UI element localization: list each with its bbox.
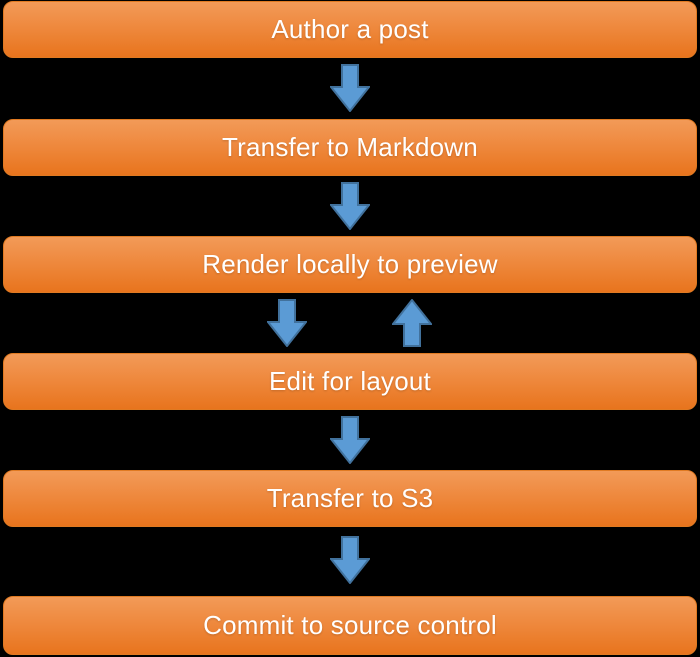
down-arrow-icon	[330, 182, 370, 230]
flow-step-transfer-to-s3: Transfer to S3	[3, 470, 697, 527]
flow-step-label: Transfer to S3	[266, 483, 434, 513]
down-arrow-icon	[267, 299, 307, 347]
down-arrow-icon	[330, 536, 370, 584]
flow-step-label: Transfer to Markdown	[222, 132, 478, 162]
flow-step-commit-to-source-control: Commit to source control	[3, 596, 697, 655]
flow-step-label: Author a post	[271, 14, 429, 44]
flow-step-label: Commit to source control	[203, 610, 497, 640]
flow-step-render-locally-to-preview: Render locally to preview	[3, 236, 697, 293]
flow-step-label: Edit for layout	[269, 366, 431, 396]
flow-step-edit-for-layout: Edit for layout	[3, 353, 697, 410]
up-arrow-icon	[392, 299, 432, 347]
flow-step-label: Render locally to preview	[202, 249, 498, 279]
down-arrow-icon	[330, 416, 370, 464]
flow-step-author-a-post: Author a post	[3, 1, 697, 58]
down-arrow-icon	[330, 64, 370, 112]
flow-step-transfer-to-markdown: Transfer to Markdown	[3, 119, 697, 176]
